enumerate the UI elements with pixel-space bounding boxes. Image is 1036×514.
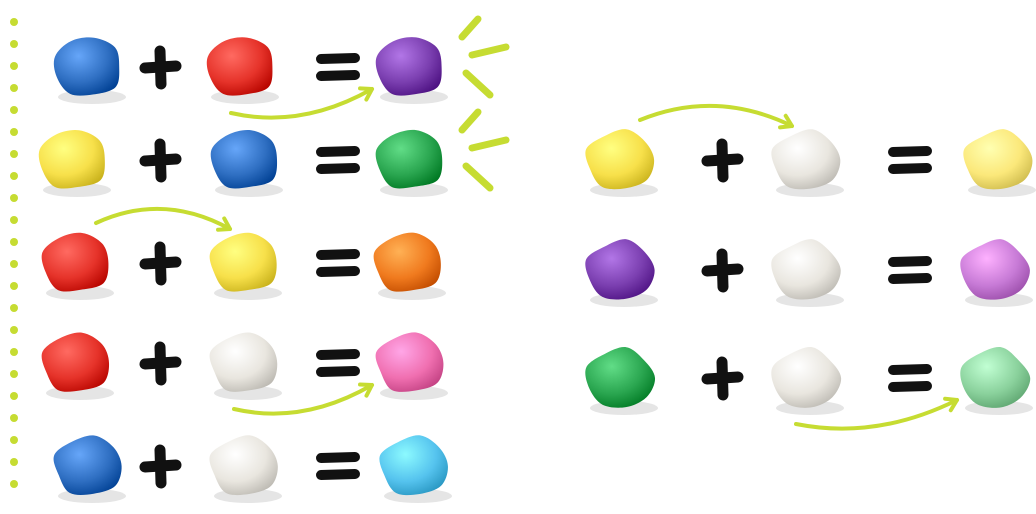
blue-clay-ball <box>211 130 283 197</box>
border-dot <box>10 304 18 312</box>
equation-row <box>585 239 1033 307</box>
white-clay-ball <box>771 347 844 415</box>
equations <box>39 19 1036 503</box>
border-dot <box>10 150 18 158</box>
equals-sign <box>321 58 355 76</box>
border-dot <box>10 238 18 246</box>
border-dot <box>10 194 18 202</box>
green-clay-ball <box>376 130 448 197</box>
white-clay-ball <box>209 435 282 503</box>
mix-arrow <box>96 209 230 230</box>
sparkle-burst <box>462 112 506 188</box>
mix-arrow <box>640 106 792 127</box>
red-clay-ball <box>42 333 114 400</box>
equation-row <box>42 332 448 413</box>
light-purple-clay-ball <box>960 239 1033 307</box>
white-clay-ball <box>210 332 282 400</box>
pale-yellow-clay-ball <box>963 129 1036 197</box>
border-dot <box>10 282 18 290</box>
orange-clay-ball <box>374 233 446 300</box>
border-dot <box>10 348 18 356</box>
border-dot <box>10 62 18 70</box>
purple-clay-ball <box>585 239 658 307</box>
plus-sign <box>145 450 176 483</box>
border-dot <box>10 370 18 378</box>
purple-clay-ball <box>376 37 448 104</box>
plus-sign <box>145 144 176 177</box>
border-dot <box>10 436 18 444</box>
yellow-clay-ball <box>39 130 111 197</box>
equation-row <box>42 209 446 300</box>
border-dot <box>10 326 18 334</box>
blue-clay-ball <box>54 435 126 503</box>
equation-row <box>585 106 1036 197</box>
yellow-clay-ball <box>210 233 282 300</box>
equals-sign <box>321 354 355 372</box>
white-clay-ball <box>771 129 844 197</box>
border-dot <box>10 18 18 26</box>
blue-clay-ball <box>54 37 126 104</box>
border-dot <box>10 260 18 268</box>
light-blue-clay-ball <box>379 435 452 503</box>
border-dot <box>10 458 18 466</box>
plus-sign <box>707 144 738 177</box>
equals-sign <box>321 457 355 475</box>
plus-sign <box>145 247 176 280</box>
plus-sign <box>707 362 738 395</box>
equals-sign <box>893 151 927 169</box>
white-clay-ball <box>771 239 844 307</box>
red-clay-ball <box>207 37 279 104</box>
equals-sign <box>321 254 355 272</box>
border-dot <box>10 172 18 180</box>
border-dot <box>10 40 18 48</box>
equation-row <box>54 19 506 118</box>
border-dot <box>10 84 18 92</box>
border-dot <box>10 414 18 422</box>
pink-clay-ball <box>376 332 448 400</box>
yellow-clay-ball <box>585 129 658 197</box>
sparkle-burst <box>462 19 506 95</box>
border-dot <box>10 216 18 224</box>
light-green-clay-ball <box>960 347 1033 415</box>
equals-sign <box>893 261 927 279</box>
equation-row <box>585 347 1033 429</box>
green-clay-ball <box>585 347 658 415</box>
plus-sign <box>707 254 738 287</box>
border-dot <box>10 106 18 114</box>
border-dot <box>10 128 18 136</box>
equals-sign <box>321 151 355 169</box>
equals-sign <box>893 369 927 387</box>
equation-row <box>39 112 506 197</box>
border-dot <box>10 392 18 400</box>
equation-row <box>54 435 452 503</box>
red-clay-ball <box>42 233 114 300</box>
plus-sign <box>145 347 176 380</box>
border-dot <box>10 480 18 488</box>
dotted-border <box>10 18 18 488</box>
plus-sign <box>145 51 176 84</box>
